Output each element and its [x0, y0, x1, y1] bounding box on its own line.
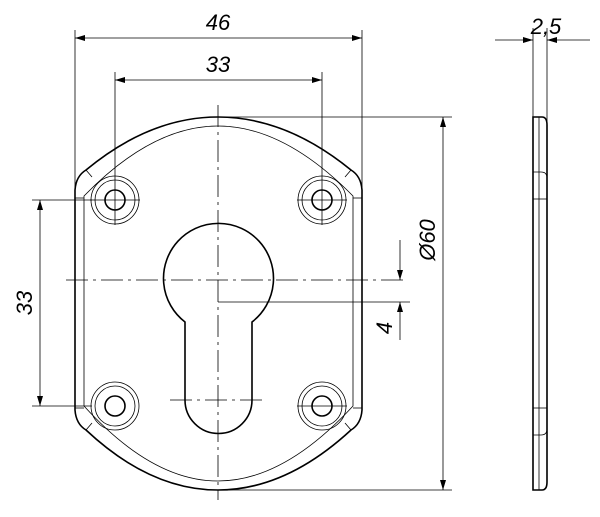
dim-hole-spacing-horizontal: 33: [206, 52, 231, 77]
cylinder-keyhole: [162, 222, 275, 435]
plate-outline: [74, 116, 363, 491]
center-lines: [66, 105, 405, 500]
plate-chamfer-outline: [83, 125, 354, 482]
plate-front-view: [74, 116, 363, 491]
dim-overall-diameter: Ø60: [415, 218, 440, 261]
mounting-holes: [90, 175, 347, 431]
plate-side-view: [532, 28, 548, 491]
dim-overall-width: 46: [206, 10, 231, 35]
dim-thickness: 2,5: [530, 14, 562, 39]
dimension-lines: [37, 35, 590, 490]
hole-bottom-left: [90, 381, 140, 431]
dim-hole-spacing-vertical: 33: [12, 290, 37, 315]
extension-lines: [32, 30, 452, 491]
dim-keyhole-offset: 4: [372, 322, 397, 334]
